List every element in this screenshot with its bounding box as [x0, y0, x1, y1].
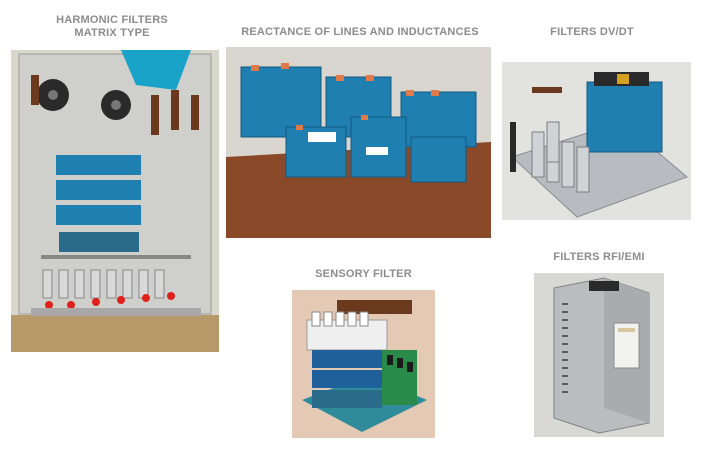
filters-rfi-emi-title: FILTERS RFI/EMI	[553, 251, 645, 263]
sensory-filter-photo[interactable]	[292, 290, 435, 438]
reactance-photo[interactable]	[226, 47, 491, 238]
filters-rfi-emi-photo[interactable]	[534, 273, 664, 437]
harmonic-filters-title-line1: HARMONIC FILTERS	[56, 14, 168, 26]
sensory-filter-title: SENSORY FILTER	[315, 268, 412, 280]
harmonic-filters-title: HARMONIC FILTERS MATRIX TYPE	[32, 14, 192, 40]
reactance-title: REACTANCE OF LINES AND INDUCTANCES	[241, 26, 479, 38]
filters-dvdt-title: FILTERS DV/DT	[550, 26, 634, 38]
harmonic-filters-title-line2: MATRIX TYPE	[74, 27, 150, 39]
filters-dvdt-photo[interactable]	[502, 62, 691, 220]
harmonic-filters-photo[interactable]	[11, 50, 219, 352]
